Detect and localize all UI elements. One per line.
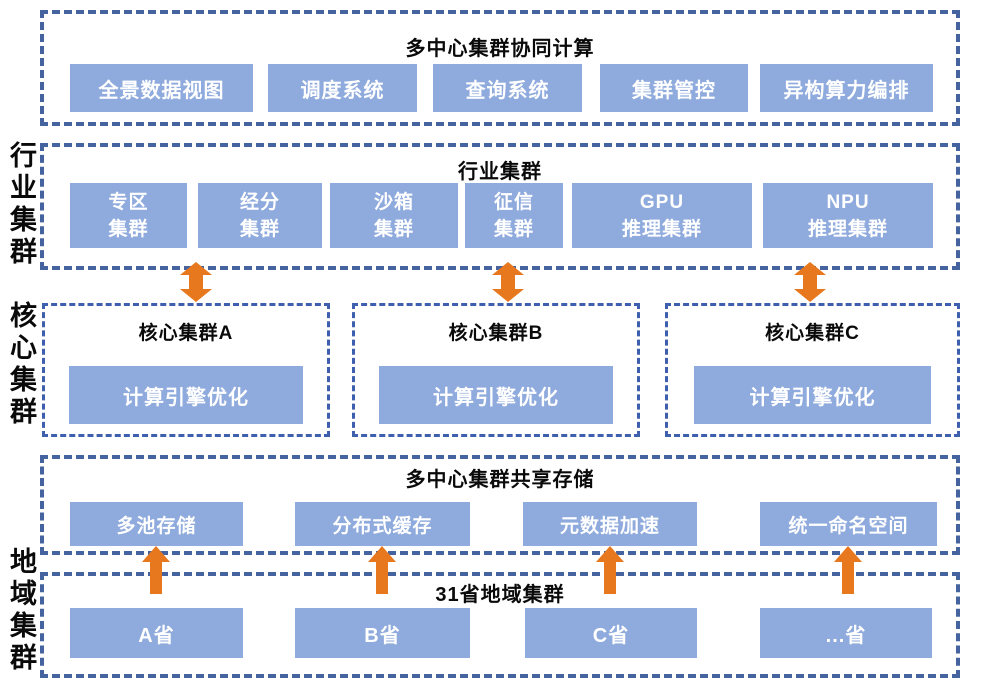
section-title: 核心集群A [138, 323, 234, 344]
section-title: 核心集群C [765, 323, 860, 344]
section-title: 31省地域集群 [435, 584, 565, 606]
box-province-b: B省 [295, 608, 470, 658]
box-label-line: GPU [639, 191, 685, 213]
side-label-region-cluster: 地域集群 [6, 547, 36, 675]
box-cluster-management: 集群管控 [600, 64, 748, 112]
box-label-line: 推理集群 [621, 218, 702, 240]
box-unified-namespace: 统一命名空间 [760, 502, 937, 546]
shared-storage-section: 多中心集群共享存储 多池存储 分布式缓存 元数据加速 统一命名空间 [40, 455, 960, 555]
box-label-line: 集群 [373, 218, 414, 240]
side-label-industry-cluster: 行业集群 [6, 141, 36, 269]
up-arrow-icon [596, 546, 624, 594]
box-label-line: 集群 [493, 218, 534, 240]
box-compute-engine-optimization: 计算引擎优化 [694, 366, 931, 424]
section-title: 多中心集群共享存储 [405, 469, 595, 491]
box-special-zone-cluster: 专区 集群 [70, 183, 187, 248]
core-cluster-b-section: 核心集群B 计算引擎优化 [352, 303, 640, 437]
box-distributed-cache: 分布式缓存 [295, 502, 470, 546]
box-credit-cluster: 征信 集群 [465, 183, 563, 248]
box-label-line: NPU [826, 191, 870, 213]
box-label-line: 沙箱 [373, 191, 414, 213]
side-label-core-cluster: 核心集群 [6, 301, 36, 429]
industry-cluster-section: 行业集群 专区 集群 经分 集群 沙箱 集群 征信 集群 GPU 推理集群 NP… [40, 143, 960, 270]
box-province-more: ...省 [760, 608, 932, 658]
box-compute-engine-optimization: 计算引擎优化 [379, 366, 613, 424]
box-label-line: 专区 [108, 191, 149, 213]
section-title: 多中心集群协同计算 [405, 38, 595, 60]
updown-arrow-icon [492, 262, 524, 302]
up-arrow-icon [834, 546, 862, 594]
box-label-line: 集群 [108, 218, 149, 240]
section-title: 核心集群B [448, 323, 544, 344]
box-query-system: 查询系统 [433, 64, 582, 112]
updown-arrow-icon [180, 262, 212, 302]
box-province-c: C省 [525, 608, 697, 658]
box-panorama-data-view: 全景数据视图 [70, 64, 253, 112]
up-arrow-icon [142, 546, 170, 594]
box-scheduling-system: 调度系统 [268, 64, 417, 112]
updown-arrow-icon [794, 262, 826, 302]
box-sandbox-cluster: 沙箱 集群 [330, 183, 458, 248]
box-npu-inference-cluster: NPU 推理集群 [763, 183, 933, 248]
box-gpu-inference-cluster: GPU 推理集群 [572, 183, 752, 248]
box-label-line: 推理集群 [807, 218, 888, 240]
box-compute-engine-optimization: 计算引擎优化 [69, 366, 303, 424]
region-cluster-section: 31省地域集群 A省 B省 C省 ...省 [40, 572, 960, 678]
core-cluster-c-section: 核心集群C 计算引擎优化 [665, 303, 960, 437]
multi-center-compute-section: 多中心集群协同计算 全景数据视图 调度系统 查询系统 集群管控 异构算力编排 [40, 10, 960, 126]
box-province-a: A省 [70, 608, 243, 658]
box-label-line: 征信 [493, 191, 534, 213]
box-label-line: 经分 [239, 191, 280, 213]
box-multi-pool-storage: 多池存储 [70, 502, 243, 546]
box-label-line: 集群 [239, 218, 280, 240]
section-title: 行业集群 [458, 161, 542, 183]
core-cluster-a-section: 核心集群A 计算引擎优化 [42, 303, 330, 437]
box-metadata-acceleration: 元数据加速 [523, 502, 697, 546]
box-business-analysis-cluster: 经分 集群 [198, 183, 322, 248]
box-heterogeneous-compute-orchestration: 异构算力编排 [760, 64, 933, 112]
up-arrow-icon [368, 546, 396, 594]
